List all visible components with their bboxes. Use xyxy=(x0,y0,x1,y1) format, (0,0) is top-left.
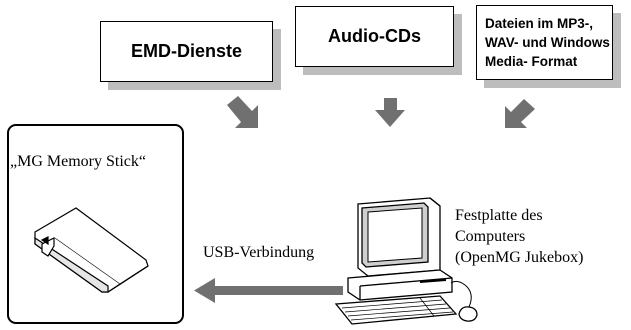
source-label-audio-cds: Audio-CDs xyxy=(328,26,421,46)
computer-label-line: Computers xyxy=(455,228,526,245)
computer-label-line: (OpenMG Jukebox) xyxy=(455,249,584,266)
source-box-audio-cds: Audio-CDs xyxy=(295,6,454,67)
source-label-emd: EMD-Dienste xyxy=(130,41,242,61)
source-label-files: Dateien im MP3-, WAV- und Windows Media-… xyxy=(485,16,610,69)
usb-arrow-left xyxy=(194,278,343,303)
arrow-audio-down xyxy=(375,98,405,127)
memory-stick-icon xyxy=(34,207,149,293)
computer-label-line: Festplatte des xyxy=(455,207,543,224)
connection-label: USB-Verbindung xyxy=(203,244,315,261)
memory-stick-label: „MG Memory Stick“ xyxy=(10,153,146,170)
computer-icon xyxy=(334,197,478,325)
source-box-files: Dateien im MP3-, WAV- und Windows Media-… xyxy=(476,5,613,80)
arrow-emd-down xyxy=(227,96,258,128)
source-box-emd: EMD-Dienste xyxy=(100,21,273,82)
arrow-files-down xyxy=(505,99,535,128)
computer-label: Festplatte des Computers (OpenMG Jukebox… xyxy=(455,205,583,268)
